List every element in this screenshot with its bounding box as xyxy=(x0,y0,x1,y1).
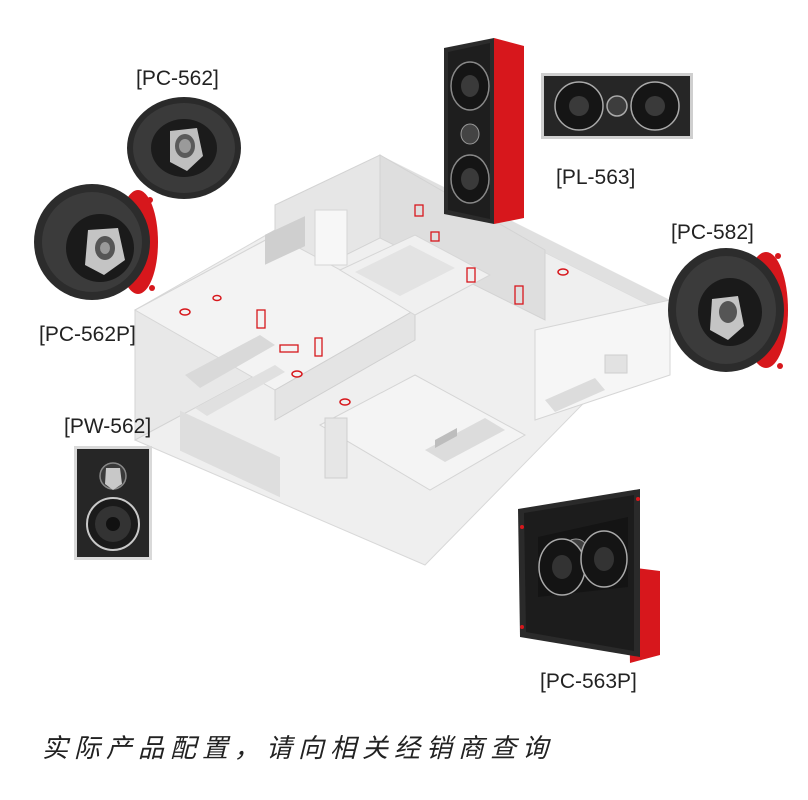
label-pc-562p: [PC-562P] xyxy=(39,323,136,346)
pl-563-horizontal-speaker-image xyxy=(541,73,693,139)
label-pw-562: [PW-562] xyxy=(64,415,152,438)
label-pl-563: [PL-563] xyxy=(556,166,636,189)
pc-562p-speaker-image xyxy=(34,184,158,300)
pc-562-speaker-image xyxy=(127,97,241,199)
pc-582-speaker-image xyxy=(668,248,788,372)
pw-562-speaker-image xyxy=(74,446,152,560)
label-pc-562: [PC-562] xyxy=(136,67,219,90)
label-pc-582: [PC-582] xyxy=(671,221,754,244)
pc-563p-speaker-image xyxy=(518,489,660,663)
house-illustration xyxy=(133,154,671,566)
footer-disclaimer: 实际产品配置，请向相关经销商查询 xyxy=(42,734,555,764)
pl-563-tall-speaker-image xyxy=(444,38,524,224)
label-pc-563p: [PC-563P] xyxy=(540,670,637,693)
